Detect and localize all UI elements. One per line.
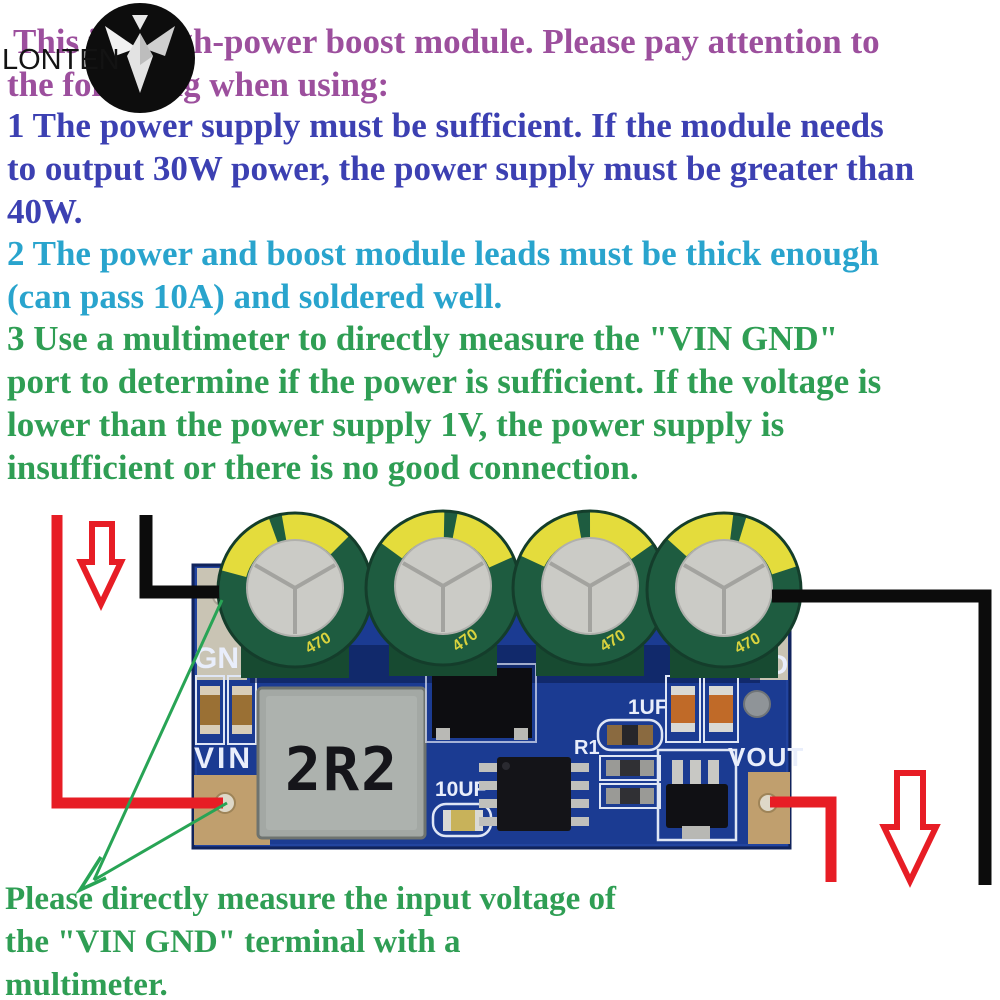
smd-capacitor [703,675,739,743]
text-line: the "VIN GND" terminal with a [5,924,461,960]
smd-resistor [596,718,664,752]
text-line: lower than the power supply 1V, the powe… [7,405,785,444]
text-line: multimeter. [5,967,168,1000]
instruction-item-2: 2 The power and boost module leads must … [7,232,879,318]
inductor-marking: 2R2 [285,735,399,805]
text-line: 2 The power and boost module leads must … [7,234,879,273]
vout-label: VOUT [728,742,804,772]
text-line: 1 The power supply must be sufficient. I… [7,106,884,145]
gnd-negative-wire-right [772,589,992,885]
text-line: to output 30W power, the power supply mu… [7,149,915,188]
electrolytic-capacitor: 470 [511,509,669,676]
red-down-arrow-right-icon [879,770,941,888]
cap-1uf-label: 1UF [628,696,668,719]
footnote: Please directly measure the input voltag… [5,878,616,1000]
ic-chip [479,757,589,831]
text-line: 40W. [7,192,83,231]
electrolytic-capacitor: 470 [364,509,522,676]
text-line: insufficient or there is no good connect… [7,448,639,487]
inductor-2r2: 2R2 [256,686,427,840]
r1-label: R1 [574,737,600,759]
smd-capacitor [227,675,257,745]
text-line: Please directly measure the input voltag… [5,881,617,917]
smd-capacitor [195,675,225,745]
vout-pad [748,772,790,844]
electrolytic-capacitor: 470 [645,511,803,678]
instruction-item-3: 3 Use a multimeter to directly measure t… [7,317,881,489]
lonten-brand-text: LONTEN [2,44,120,76]
electrolytic-capacitor: 470 [216,511,374,678]
lonten-bird-icon [85,3,195,113]
mounting-hole [743,690,771,718]
green-arrowhead-icon [75,856,107,895]
text-line: 3 Use a multimeter to directly measure t… [7,319,839,358]
vin-gnd-pointer-lines [75,599,228,895]
red-down-arrow-left-icon [76,521,126,611]
vin-label: VIN [194,742,253,775]
text-line: port to determine if the power is suffic… [7,362,882,401]
text-line: the following when using: [7,65,390,104]
smd-resistor [599,755,661,781]
cap-10uf-label: 10UF [435,778,487,801]
vout-positive-wire [770,796,837,882]
text-line: (can pass 10A) and soldered well. [7,277,503,316]
gnd-negative-wire-left [139,515,219,599]
boost-module-photo: GND GND VIN [51,509,992,895]
transistor [656,748,738,842]
vin-positive-wire [51,515,223,809]
smd-resistor [599,783,661,809]
lonten-logo: LONTEN [0,0,290,120]
instruction-item-1: 1 The power supply must be sufficient. I… [7,104,914,233]
